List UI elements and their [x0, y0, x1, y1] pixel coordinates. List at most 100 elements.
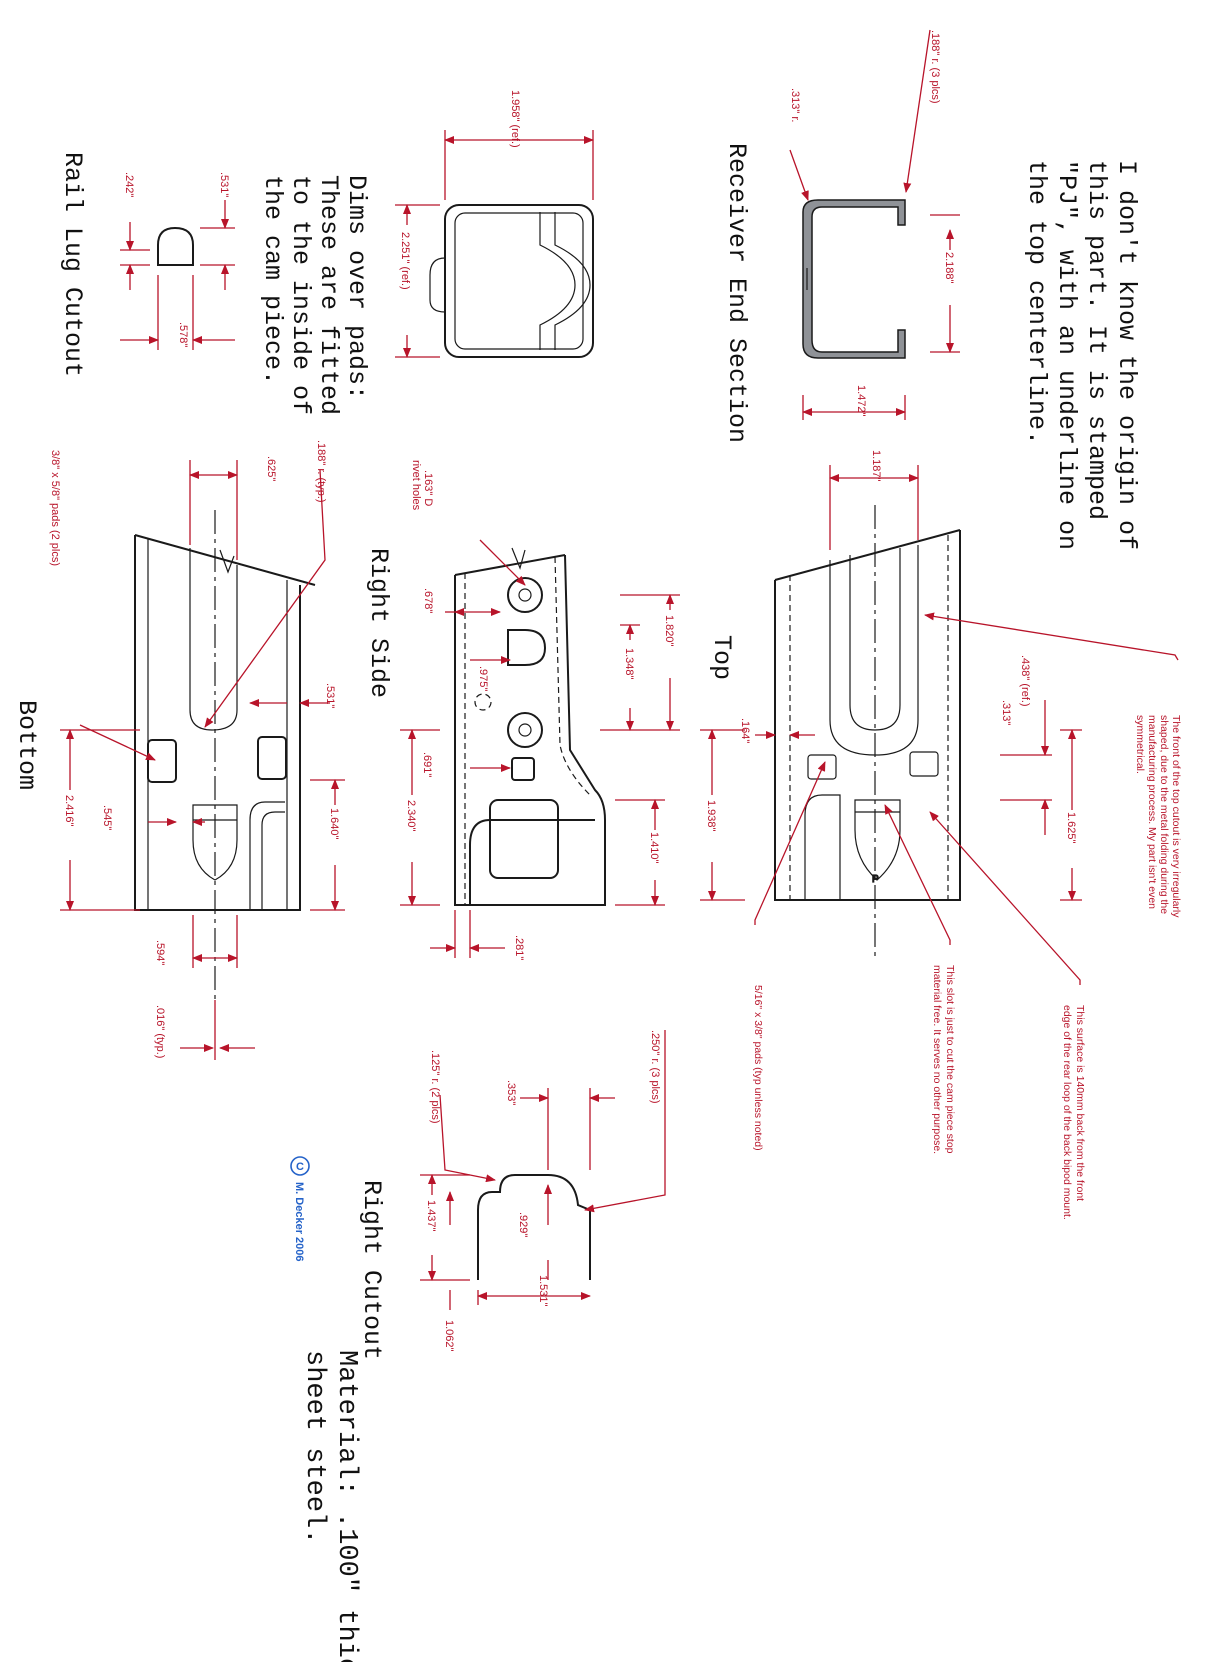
hidden-line: [554, 556, 591, 796]
top-slot-inner: [849, 548, 901, 731]
material-note: Material: .100" thick sheet steel.: [299, 1350, 361, 1662]
right-side-view: .163" D rivet holes .678" .975" .691" 1.…: [364, 460, 680, 960]
dim-578: .578": [177, 322, 189, 347]
dim-691: .691": [421, 752, 433, 777]
cam-lobe-profile: [554, 212, 591, 350]
dim-164: .164": [739, 718, 751, 743]
surface-note-line: edge of the rear loop of the back bipod …: [1061, 1005, 1073, 1220]
front-note-line: shaped, due to the metal folding during …: [1158, 715, 1170, 914]
dim-1938: 1.938": [705, 800, 717, 832]
bottom-view-outline: [134, 534, 316, 911]
cam-side-pad: [429, 257, 446, 313]
leader-line: [584, 1030, 666, 1213]
leader-line: [903, 29, 931, 193]
leader-line: [79, 724, 156, 761]
dim-1958-ref: 1.958" (ref.): [509, 90, 521, 148]
cam-lobe-inner: [539, 212, 576, 350]
material-line: Material: .100" thick: [331, 1350, 361, 1662]
copyright-symbol: C: [296, 1161, 304, 1173]
dim-2340: 2.340": [405, 800, 417, 832]
slot-note: This slot is just to cut the cam piece s…: [931, 965, 956, 1154]
origin-note-line: "PJ", with an underline on: [1052, 160, 1081, 550]
dim-438-ref: .438" (ref.): [1019, 655, 1031, 707]
pj-stamp-mark: P: [872, 874, 879, 885]
slot-note-line: This slot is just to cut the cam piece s…: [944, 965, 956, 1154]
top-view-outline: [774, 529, 961, 901]
bottom-lower-recess-inner: [261, 811, 285, 910]
leader-line: [884, 804, 951, 945]
front-note-line: manufacturing process. My part isn't eve…: [1146, 715, 1158, 909]
material-line: sheet steel.: [299, 1350, 329, 1544]
dim-1472: 1.472": [855, 385, 867, 417]
bottom-lower-recess: [249, 801, 285, 910]
dim-242: .242": [123, 172, 135, 197]
dim-1820: 1.820": [663, 615, 675, 647]
cam-outer-outline: [444, 204, 594, 358]
copyright-mark: C M. Decker 2006: [290, 1156, 310, 1262]
side-window: [489, 799, 559, 879]
dim-531: .531": [218, 172, 230, 197]
receiver-channel-profile: [802, 199, 906, 359]
origin-note-line: I don't know the origin of: [1112, 160, 1141, 550]
front-note-line: symmetrical.: [1134, 715, 1146, 774]
view-title-top: Top: [707, 635, 736, 680]
leader-line: [924, 612, 1179, 661]
right-side-outline: [454, 554, 606, 906]
front-note-line: The front of the top cutout is very irre…: [1170, 715, 1182, 918]
dim-2188: 2.188": [943, 252, 955, 284]
bottom-pad: [257, 736, 287, 780]
leader-line: [204, 469, 326, 728]
dim-r250-3plcs: .250" r. (3 plcs): [649, 1030, 661, 1104]
dim-929: .929": [517, 1212, 529, 1237]
side-lug-cutout: [507, 629, 547, 666]
copyright-icon: [290, 1156, 310, 1176]
origin-note-line: this part. It is stamped: [1082, 160, 1111, 520]
top-pad: [807, 754, 837, 780]
dim-1625: 1.625": [1065, 812, 1077, 844]
origin-note-line: the top centerline.: [1022, 160, 1051, 445]
view-title-bottom: Bottom: [12, 700, 41, 790]
bottom-view: .625" .188" r. (typ.) .531" 3/8" x 5/8" …: [12, 440, 345, 1060]
rivet-hole: [518, 723, 532, 737]
pads-typ-note: 5/16" x 3/8" pads (typ unless noted): [752, 985, 764, 1151]
break-line: [219, 549, 235, 574]
rivet-hole-ring: [507, 712, 543, 748]
copyright-text: M. Decker 2006: [293, 1182, 305, 1262]
origin-note: I don't know the origin of this part. It…: [1022, 160, 1141, 550]
leader-line: [789, 149, 809, 201]
dim-625: .625": [265, 456, 277, 481]
dim-678: .678": [422, 588, 434, 613]
dim-545: .545": [101, 805, 113, 830]
dim-r188-typ: .188" r. (typ.): [315, 440, 327, 503]
surface-note-line: This surface is 140mm back from the fron…: [1074, 1005, 1086, 1201]
cam-piece-section: 1.958" (ref.) 2.251" (ref.) Dims over pa…: [258, 90, 594, 415]
dims-note-line: the cam piece.: [258, 175, 287, 385]
rail-lug-shape: [157, 226, 194, 266]
top-slot-outer: [829, 545, 919, 756]
dim-r188-3plcs: .188" r. (3 plcs): [929, 30, 941, 104]
right-cutout: .250" r. (3 plcs) .353" .125" r. (2 plcs…: [357, 1030, 666, 1360]
dim-594: .594": [154, 940, 166, 965]
surface-note: This surface is 140mm back from the fron…: [1061, 1005, 1086, 1220]
dim-1410: 1.410": [648, 832, 660, 864]
dim-975: .975": [477, 666, 489, 691]
dim-2251-ref: 2.251" (ref.): [399, 232, 411, 290]
dim-1531: 1.531": [537, 1275, 549, 1307]
view-title-rail-lug: Rail Lug Cutout: [58, 152, 87, 377]
receiver-end-section: .188" r. (3 plcs) .313" r. 2.188" 1.472"…: [722, 29, 960, 443]
dim-rivet-line2: rivet holes: [410, 460, 422, 511]
right-cutout-shape: [477, 1174, 591, 1280]
top-lower-slot: [804, 794, 841, 900]
front-cutout-note: The front of the top cutout is very irre…: [1134, 715, 1182, 918]
dim-1062: 1.062": [443, 1320, 455, 1352]
rivet-hole: [518, 588, 532, 602]
cam-inner-outline: [454, 212, 584, 350]
dim-1437: 1.437": [425, 1200, 437, 1232]
view-title-right-cutout: Right Cutout: [357, 1180, 386, 1360]
bottom-pad: [147, 739, 177, 783]
dim-353: .353": [505, 1080, 517, 1105]
break-line: [511, 547, 526, 570]
dims-over-pads-note: Dims over pads: These are fitted to the …: [258, 175, 371, 415]
